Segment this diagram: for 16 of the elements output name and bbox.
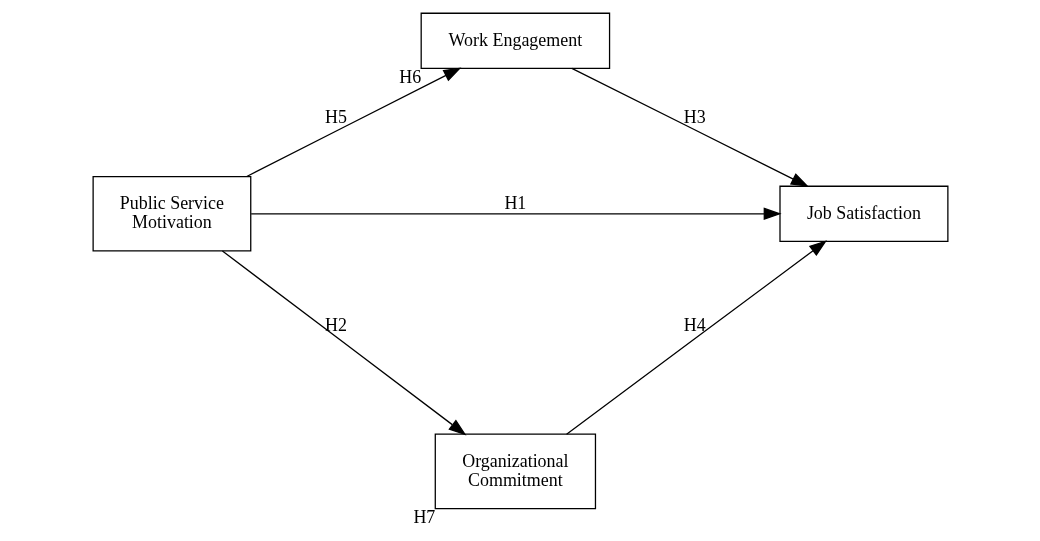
node-label: H6 — [398, 66, 421, 87]
node-box: Organizational Commitment — [434, 433, 596, 510]
arrow — [570, 67, 809, 187]
edge-label: H4 — [683, 314, 706, 335]
edge-label: H3 — [683, 107, 706, 128]
node-box: Work Engagement — [420, 12, 610, 69]
node-label: H7 — [412, 506, 435, 527]
arrow — [245, 67, 461, 178]
node-box: Job Satisfaction — [778, 185, 948, 242]
edge-label: H5 — [324, 107, 347, 128]
arrow — [250, 207, 782, 221]
edge-label: H1 — [503, 192, 526, 213]
arrow — [565, 240, 827, 435]
node-box: Public Service Motivation — [92, 176, 251, 252]
edge-label: H2 — [324, 314, 347, 335]
arrow — [221, 250, 466, 436]
